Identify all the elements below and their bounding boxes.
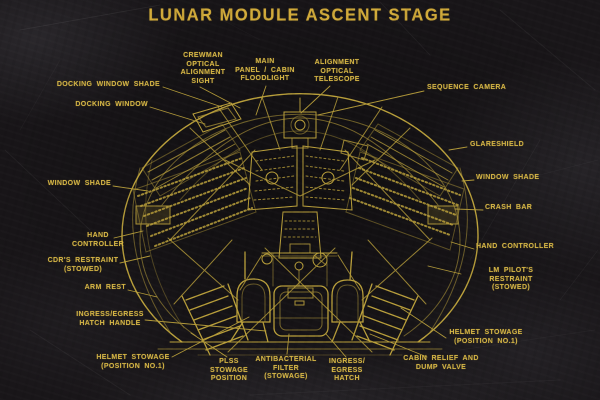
label-hand-controller-left: HAND CONTROLLER <box>71 232 125 248</box>
hatch <box>261 252 338 337</box>
label-ingress-egress-hatch: INGRESS/ EGRESS HATCH <box>328 358 366 383</box>
floor-lines <box>157 341 443 356</box>
label-helmet-stowage-left: HELMET STOWAGE (POSITION NO.1) <box>96 354 170 370</box>
diagram-art <box>112 85 484 358</box>
label-crewman-optical-alignment-sight: CREWMAN OPTICAL ALIGNMENT SIGHT <box>180 52 226 85</box>
label-arm-rest: ARM REST <box>84 284 126 291</box>
coas-cluster <box>283 97 317 149</box>
left-window-shade <box>141 123 241 197</box>
label-antibacterial-filter: ANTIBACTERIAL FILTER (STOWAGE) <box>255 356 317 381</box>
label-alignment-optical-telescope: ALIGNMENT OPTICAL TELESCOPE <box>314 59 360 84</box>
label-crash-bar: CRASH BAR <box>485 204 533 211</box>
right-ladder <box>351 283 419 356</box>
label-plss-stowage-position: PLSS STOWAGE POSITION <box>209 358 249 383</box>
label-cabin-relief-and-dump-valve: CABIN RELIEF AND DUMP VALVE <box>403 355 479 371</box>
label-docking-window-shade: DOCKING WINDOW SHADE <box>56 81 160 88</box>
label-helmet-stowage-right: HELMET STOWAGE (POSITION NO.1) <box>449 329 523 345</box>
leader-lines <box>112 85 484 358</box>
label-sequence-camera: SEQUENCE CAMERA <box>427 84 507 91</box>
label-main-panel-cabin-floodlight: MAIN PANEL / CABIN FLOODLIGHT <box>235 58 295 83</box>
label-hand-controller-right: HAND CONTROLLER <box>476 243 555 250</box>
poster-title: LUNAR MODULE ASCENT STAGE <box>148 5 452 25</box>
helmet-domes <box>229 251 371 343</box>
left-breaker-panels <box>132 151 257 253</box>
label-cdrs-restraint: CDR'S RESTRAINT (STOWED) <box>47 257 119 273</box>
canopy-struts <box>169 96 431 241</box>
seat-frames <box>167 237 433 353</box>
label-docking-window: DOCKING WINDOW <box>75 101 148 108</box>
label-window-shade-right: WINDOW SHADE <box>476 174 540 181</box>
center-console <box>278 211 322 259</box>
scratch-texture <box>4 1 599 396</box>
right-breaker-panels <box>345 151 465 251</box>
label-ingress-egress-hatch-handle: INGRESS/EGRESS HATCH HANDLE <box>76 311 144 327</box>
label-window-shade-left: WINDOW SHADE <box>47 180 111 187</box>
right-window-shade <box>359 123 459 197</box>
label-glareshield: GLARESHIELD <box>470 141 525 148</box>
label-lm-pilots-restraint: LM PILOT'S RESTRAINT (STOWED) <box>488 267 534 292</box>
left-ladder <box>181 283 249 356</box>
main-panel <box>247 145 353 211</box>
